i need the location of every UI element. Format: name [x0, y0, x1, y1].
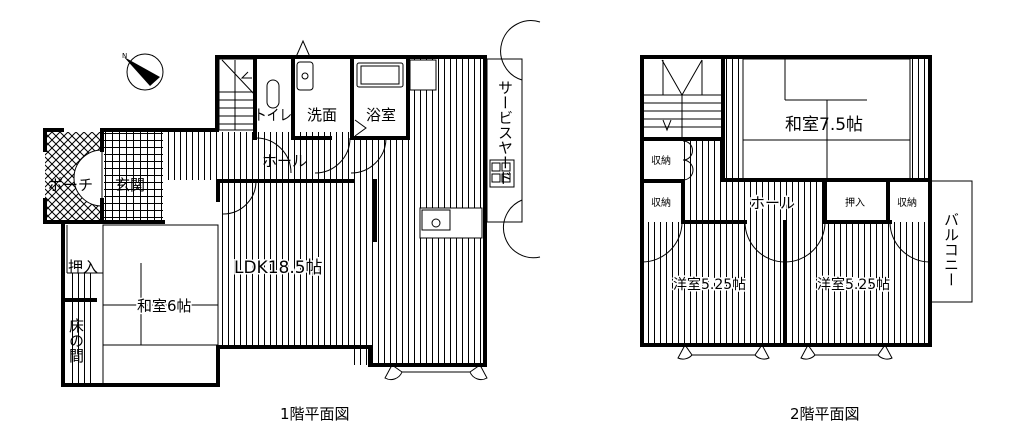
room-label-storage-2: 収納 — [651, 196, 671, 209]
floor-1-plan: トイレ 洗面 浴室 ホール ポーチ 玄関 押入 床の間 和室6帖 LDK18.5… — [43, 20, 541, 387]
room-label-porch: ポーチ — [48, 176, 93, 194]
room-label-western-room-2: 洋室5.25帖 — [817, 276, 890, 293]
room-label-entrance: 玄関 — [115, 176, 145, 194]
kitchen-sink — [421, 209, 451, 231]
room-label-japanese-room: 和室6帖 — [137, 297, 192, 315]
floor-2-caption: 2階平面図 — [790, 405, 860, 423]
room-label-closet-2f: 押入 — [845, 196, 865, 209]
refrigerator — [409, 59, 437, 91]
fixtures-2f — [641, 58, 973, 360]
walls-1f — [43, 55, 487, 387]
washbasin-icon — [296, 61, 314, 91]
room-label-closet: 押入 — [68, 258, 98, 276]
room-label-western-room-1: 洋室5.25帖 — [673, 276, 746, 293]
room-label-hall-2f: ホール — [750, 194, 795, 212]
room-label-washroom: 洗面 — [307, 106, 337, 124]
room-label-bathroom: 浴室 — [366, 106, 396, 124]
doors-1f — [222, 20, 541, 380]
room-label-ldk: LDK18.5帖 — [234, 258, 323, 278]
room-label-storage-1: 収納 — [651, 154, 671, 167]
floor-1-caption: 1階平面図 — [280, 405, 350, 423]
stairs-1f — [218, 58, 256, 131]
north-arrow-icon: N — [122, 52, 164, 91]
floor-2-plan: 和室7.5帖 収納 収納 ホール 押入 収納 バルコニー 洋室5.25帖 洋室5… — [640, 55, 973, 360]
entrance-tile — [104, 132, 163, 222]
north-label: N — [122, 52, 127, 60]
room-label-service-yard: サービスヤード — [496, 80, 514, 185]
walls-2f — [640, 55, 932, 347]
room-label-tokonoma: 床の間 — [67, 318, 85, 364]
tatami-lines — [66, 224, 219, 386]
toilet-icon — [266, 79, 280, 109]
stove-icon — [489, 159, 515, 188]
room-label-toilet: トイレ — [254, 106, 292, 124]
room-label-storage-3: 収納 — [897, 196, 917, 209]
room-label-hall: ホール — [262, 152, 307, 170]
bathtub-icon — [356, 62, 404, 88]
room-label-japanese-room-2f: 和室7.5帖 — [785, 115, 863, 135]
room-label-balcony: バルコニー — [942, 212, 960, 287]
